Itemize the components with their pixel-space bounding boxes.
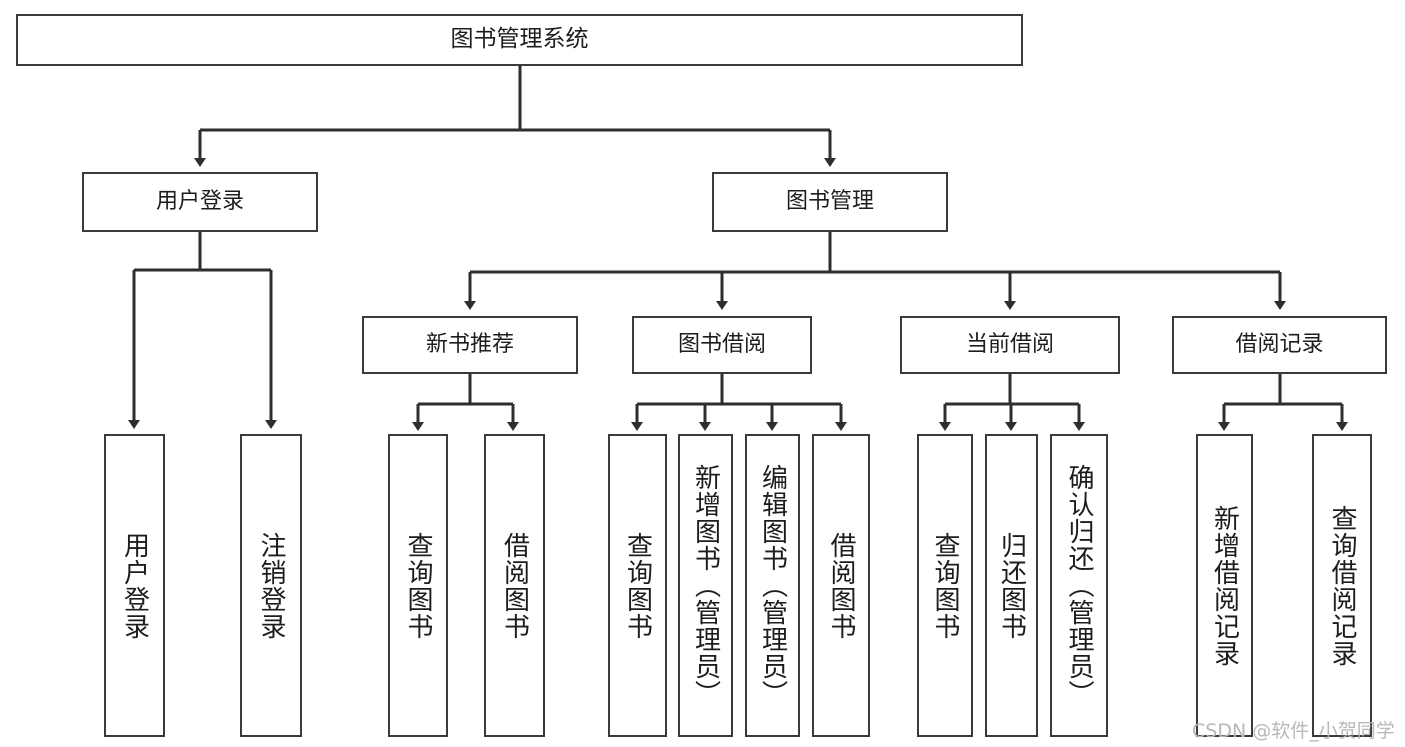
- node-label: 当前借阅: [965, 332, 1054, 358]
- csdn-watermark: CSDN @软件_小贺同学: [1192, 720, 1395, 742]
- node-label: 查询图书: [930, 531, 960, 640]
- node-new-book-recommendation[interactable]: 新书推荐: [362, 316, 578, 374]
- leaf-user-login-logout[interactable]: 注销登录: [240, 434, 302, 737]
- leaf-borrow-record-add-record[interactable]: 新增借阅记录: [1196, 434, 1253, 737]
- node-label: 注销登录: [256, 531, 286, 640]
- leaf-borrow-record-query-record[interactable]: 查询借阅记录: [1312, 434, 1372, 737]
- node-label: 借阅图书: [826, 531, 856, 640]
- node-current-borrowing[interactable]: 当前借阅: [900, 316, 1120, 374]
- leaf-book-borrow-edit-book-admin[interactable]: 编辑图书（管理员）: [745, 434, 800, 737]
- node-label: 查询借阅记录: [1327, 504, 1357, 667]
- leaf-current-borrow-query-books[interactable]: 查询图书: [917, 434, 973, 737]
- leaf-new-book-borrow-books[interactable]: 借阅图书: [484, 434, 545, 737]
- node-label: 用户登录: [119, 531, 150, 640]
- node-label: 借阅记录: [1235, 332, 1324, 358]
- leaf-new-book-query-books[interactable]: 查询图书: [388, 434, 448, 737]
- node-root-book-management-system[interactable]: 图书管理系统: [16, 14, 1023, 66]
- node-label: 用户登录: [155, 189, 244, 215]
- node-label: 图书管理: [785, 189, 874, 215]
- leaf-current-borrow-confirm-return-admin[interactable]: 确认归还（管理员）: [1050, 434, 1108, 737]
- node-borrow-records[interactable]: 借阅记录: [1172, 316, 1387, 374]
- node-label: 归还图书: [996, 531, 1027, 640]
- leaf-user-login-login[interactable]: 用户登录: [104, 434, 165, 737]
- leaf-book-borrow-borrow-books[interactable]: 借阅图书: [812, 434, 870, 737]
- leaf-book-borrow-query-books[interactable]: 查询图书: [608, 434, 667, 737]
- node-label: 确认归还（管理员）: [1064, 464, 1094, 707]
- node-book-borrowing[interactable]: 图书借阅: [632, 316, 812, 374]
- leaf-current-borrow-return-books[interactable]: 归还图书: [985, 434, 1038, 737]
- node-label: 查询图书: [403, 531, 433, 640]
- node-label: 新增图书（管理员）: [690, 464, 721, 707]
- node-label: 新增借阅记录: [1209, 504, 1240, 667]
- leaf-book-borrow-add-book-admin[interactable]: 新增图书（管理员）: [678, 434, 733, 737]
- node-label: 新书推荐: [425, 332, 514, 358]
- node-label: 编辑图书（管理员）: [757, 464, 788, 707]
- node-user-login[interactable]: 用户登录: [82, 172, 318, 232]
- node-label: 查询图书: [622, 531, 653, 640]
- node-label: 借阅图书: [499, 531, 530, 640]
- node-label: 图书借阅: [677, 332, 766, 358]
- node-label: 图书管理系统: [450, 26, 589, 53]
- node-book-management[interactable]: 图书管理: [712, 172, 948, 232]
